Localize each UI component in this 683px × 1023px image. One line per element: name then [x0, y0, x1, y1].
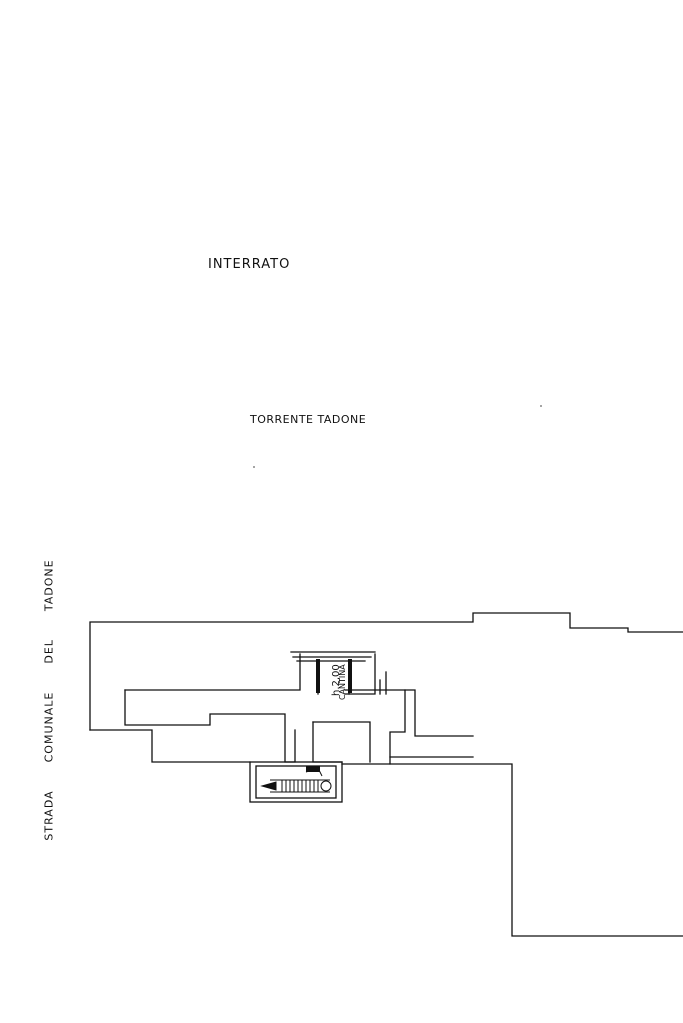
cantina-wall-fill [348, 659, 352, 693]
central-wall [312, 721, 371, 763]
stair-well [249, 761, 343, 803]
paper-speck [253, 466, 255, 468]
building-outline [89, 612, 683, 731]
site-boundary [341, 763, 683, 937]
corridor-wall [124, 653, 301, 691]
central-wall [312, 721, 343, 763]
stair-well-inner [255, 765, 337, 799]
stair-treads [260, 767, 332, 793]
corridor-wall [124, 689, 296, 763]
paper-speck [540, 405, 542, 407]
floor-title: INTERRATO [208, 257, 291, 272]
cantina-room [344, 653, 376, 695]
stair-mark [306, 766, 320, 772]
right-wing-wall [404, 689, 474, 737]
river-label: TORRENTE TADONE [250, 413, 367, 426]
room-label: CANTINA [338, 664, 347, 700]
height-label: h.2,00 [331, 664, 342, 696]
cantina-wall-fill [316, 659, 320, 693]
corridor-wall [89, 729, 251, 763]
central-wall [344, 689, 406, 765]
